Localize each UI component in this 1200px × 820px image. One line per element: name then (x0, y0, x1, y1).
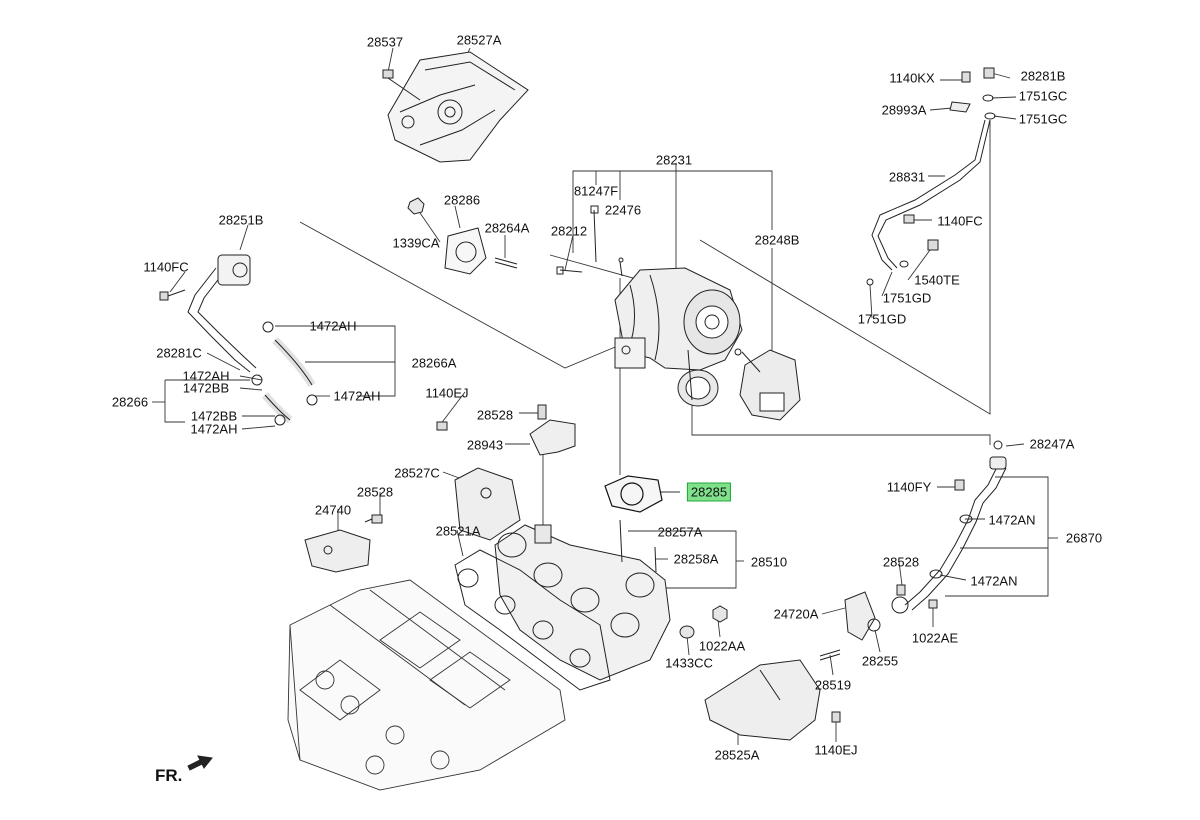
label-1022AE[interactable]: 1022AE (911, 630, 959, 646)
label-28255[interactable]: 28255 (861, 653, 899, 669)
label-1472AN-lower[interactable]: 1472AN (970, 573, 1018, 589)
label-28943[interactable]: 28943 (466, 437, 504, 453)
label-1140FC-right[interactable]: 1140FC (937, 213, 983, 229)
oil-return-pipe-icon (188, 255, 317, 425)
label-1751GD-lower[interactable]: 1751GD (857, 311, 907, 327)
label-28831[interactable]: 28831 (888, 169, 926, 185)
label-28231[interactable]: 28231 (655, 152, 693, 168)
label-28266[interactable]: 28266 (111, 394, 149, 410)
gasket-28286-icon (445, 228, 486, 274)
nut-1339CA-icon (408, 198, 424, 214)
label-1751GC-lower[interactable]: 1751GC (1018, 111, 1068, 127)
label-1472AH-top[interactable]: 1472AH (309, 318, 357, 334)
front-direction-label: FR. (155, 766, 183, 785)
manifold-gasket-28521A-icon (455, 550, 610, 690)
label-28525A[interactable]: 28525A (714, 747, 760, 763)
label-1472AN-upper[interactable]: 1472AN (988, 512, 1036, 528)
label-28537[interactable]: 28537 (366, 34, 404, 50)
label-1140FY[interactable]: 1140FY (886, 479, 932, 495)
label-28510[interactable]: 28510 (750, 554, 788, 570)
bracket-24740-icon (305, 515, 382, 572)
label-28258A[interactable]: 28258A (673, 551, 719, 567)
bolt-1140FC-left-icon (160, 290, 185, 300)
label-28257A[interactable]: 28257A (657, 524, 703, 540)
actuator-icon (735, 349, 800, 420)
label-24720A[interactable]: 24720A (773, 606, 819, 622)
bolt-81247F-icon (591, 206, 598, 262)
label-28281B[interactable]: 28281B (1020, 68, 1066, 84)
leader-lines (152, 48, 1058, 745)
label-1472AH-left-upper[interactable]: 1472AH (182, 368, 230, 384)
stud-28212-icon (557, 267, 582, 274)
label-1140FC-left[interactable]: 1140FC (143, 259, 189, 275)
cylinder-head-icon (288, 580, 565, 790)
label-28212[interactable]: 28212 (550, 223, 588, 239)
label-26870[interactable]: 26870 (1065, 530, 1103, 546)
label-1022AA[interactable]: 1022AA (698, 638, 746, 654)
label-28251B[interactable]: 28251B (218, 212, 264, 228)
label-24740[interactable]: 24740 (314, 502, 352, 518)
label-1140EJ-middle[interactable]: 1140EJ (425, 385, 469, 401)
label-28247A[interactable]: 28247A (1029, 436, 1075, 452)
label-81247F[interactable]: 81247F (573, 183, 619, 199)
label-28528-right[interactable]: 28528 (882, 554, 920, 570)
label-1751GC-upper[interactable]: 1751GC (1018, 88, 1068, 104)
exhaust-manifold-icon (495, 520, 670, 680)
label-22476[interactable]: 22476 (604, 202, 642, 218)
label-28286[interactable]: 28286 (443, 192, 481, 208)
label-28527A[interactable]: 28527A (456, 32, 502, 48)
label-28521A[interactable]: 28521A (435, 523, 481, 539)
label-28248B[interactable]: 28248B (754, 232, 800, 248)
bolt-28537-icon (383, 70, 420, 100)
label-28266A[interactable]: 28266A (411, 355, 457, 371)
label-1140KX[interactable]: 1140KX (889, 70, 935, 86)
heat-shield-upper-icon (388, 52, 528, 162)
label-28281C[interactable]: 28281C (156, 345, 202, 361)
nut-1022AA-icon (680, 606, 727, 638)
label-1472BB-lower[interactable]: 1472BB (190, 408, 238, 424)
label-1140EJ-bottom[interactable]: 1140EJ (814, 742, 858, 758)
label-28519[interactable]: 28519 (814, 677, 852, 693)
heat-shield-28525A-icon (705, 660, 840, 740)
label-1540TE[interactable]: 1540TE (914, 272, 960, 288)
gasket-28285-icon (605, 476, 662, 512)
front-arrow-icon (188, 756, 212, 770)
label-28528-middle[interactable]: 28528 (476, 407, 514, 423)
label-1472AH-left-lower[interactable]: 1472AH (190, 421, 238, 437)
egr-pipe-icon (820, 441, 1006, 660)
label-1751GD-upper[interactable]: 1751GD (882, 290, 932, 306)
label-1472AH-right[interactable]: 1472AH (333, 388, 381, 404)
label-28528-left[interactable]: 28528 (356, 484, 394, 500)
label-28285-highlighted[interactable]: 28285 (686, 482, 732, 502)
label-28264A[interactable]: 28264A (484, 220, 530, 236)
label-1339CA[interactable]: 1339CA (392, 235, 440, 251)
label-28527C[interactable]: 28527C (394, 465, 440, 481)
label-1433CC[interactable]: 1433CC (665, 655, 713, 671)
pin-22476-icon (619, 258, 623, 276)
label-28993A[interactable]: 28993A (881, 102, 927, 118)
bracket-28943-icon (437, 405, 575, 455)
label-1472BB-upper[interactable]: 1472BB (182, 380, 230, 396)
oil-feed-pipe-icon (867, 68, 995, 285)
turbocharger-icon (615, 268, 742, 406)
stud-28264A-icon (495, 258, 517, 268)
heat-shield-28527C-icon (455, 468, 520, 540)
